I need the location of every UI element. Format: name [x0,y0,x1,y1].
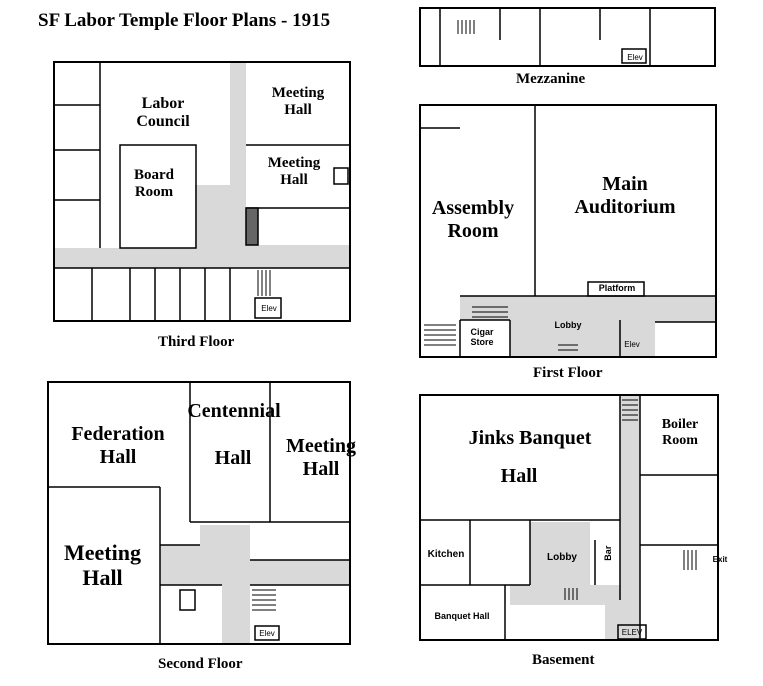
first-floor-elev-label: Elev [624,340,640,349]
third-floor-elev-label: Elev [261,304,277,313]
second-floor-elev-label: Elev [259,629,275,638]
mezzanine-caption: Mezzanine [516,71,586,87]
room-cigar-store: Cigar Store [470,327,494,348]
room-meeting-hall-right: Meeting Hall [286,435,356,480]
room-federation-hall: Federation Hall [71,423,165,468]
first-floor-caption: First Floor [533,365,603,381]
page-title: SF Labor Temple Floor Plans - 1915 [38,10,331,31]
mezzanine-elev-label: Elev [627,53,643,62]
room-jinks-banquet: Jinks Banquet [468,427,592,449]
room-labor-council: Labor Council [136,95,190,131]
second-floor-caption: Second Floor [158,656,243,672]
room-banquet-hall: Banquet Hall [434,611,490,621]
third-floor-caption: Third Floor [158,334,235,350]
room-exit: Exit [712,555,728,564]
room-lobby-basement: Lobby [547,552,577,563]
room-lobby-first: Lobby [554,320,582,330]
room-assembly-room: Assembly Room [431,197,515,242]
room-kitchen: Kitchen [427,549,465,560]
second-floor-plan [47,381,351,645]
first-floor-plan [419,104,717,358]
basement-caption: Basement [532,652,595,668]
room-meeting-hall-2: Meeting Hall [267,155,321,189]
room-main-auditorium: Main Auditorium [574,173,676,218]
room-bar: Bar [602,545,613,561]
room-jinks-hall: Hall [500,465,538,487]
room-platform: Platform [598,283,636,293]
mezzanine-plan [419,7,716,67]
room-meeting-hall-left: Meeting Hall [64,540,141,591]
basement-elev-label: ELEV [621,628,643,637]
basement-plan [419,394,719,641]
room-board-room: Board Room [133,167,174,201]
room-centennial-hall-word: Hall [214,447,252,469]
room-boiler-room: Boiler Room [661,417,699,449]
third-floor-plan [53,61,351,322]
room-meeting-hall-1: Meeting Hall [271,85,325,119]
room-centennial: Centennial [187,400,281,422]
